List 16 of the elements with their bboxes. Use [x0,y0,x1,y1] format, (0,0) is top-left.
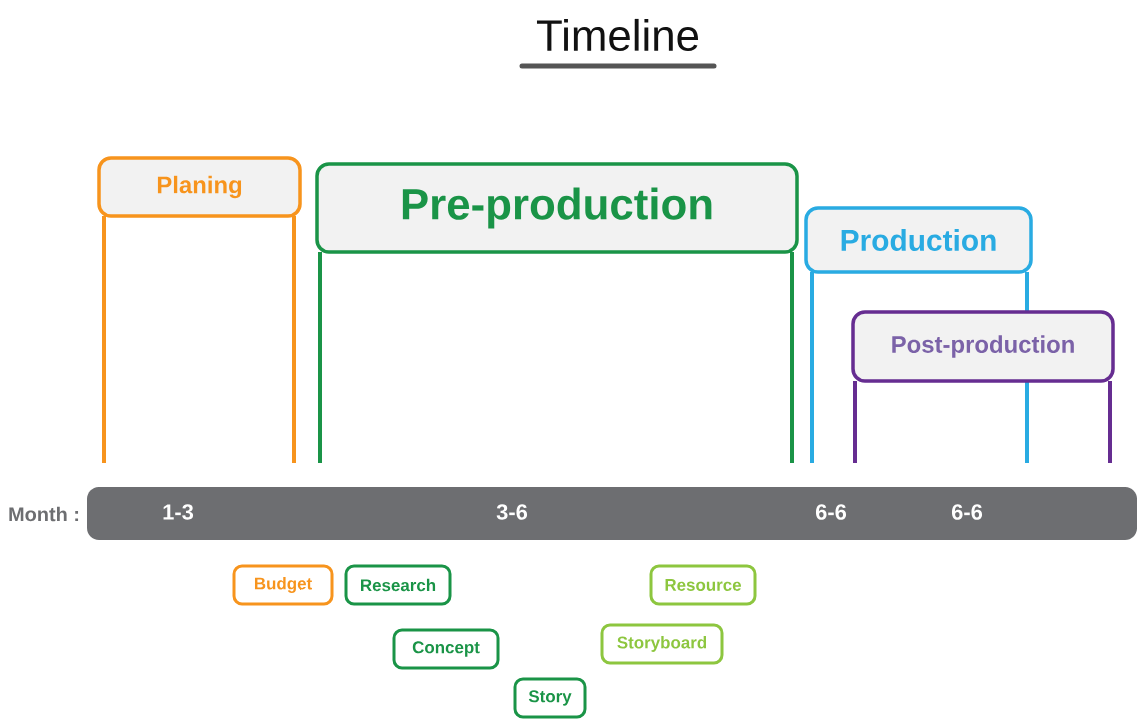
month-label: 6-6 [815,504,847,520]
title: Timeline [537,18,699,52]
month-label: 6-6 [951,504,983,520]
task-tag: Budget [232,564,334,606]
phase-bracket: Post-production [851,310,1115,463]
axis-label: Month : [9,506,79,522]
month-label: 3-6 [496,504,528,520]
task-tag: Storyboard [600,623,724,665]
timeline-bar [87,487,1137,540]
phase-bracket: Planing [97,156,302,463]
task-tag: Story [513,677,587,719]
task-tag: Research [344,564,452,606]
task-tag: Concept [392,628,500,670]
month-label: 1-3 [163,504,194,520]
task-tag: Resource [649,564,757,606]
phase-bracket: Pre-production [315,162,799,463]
